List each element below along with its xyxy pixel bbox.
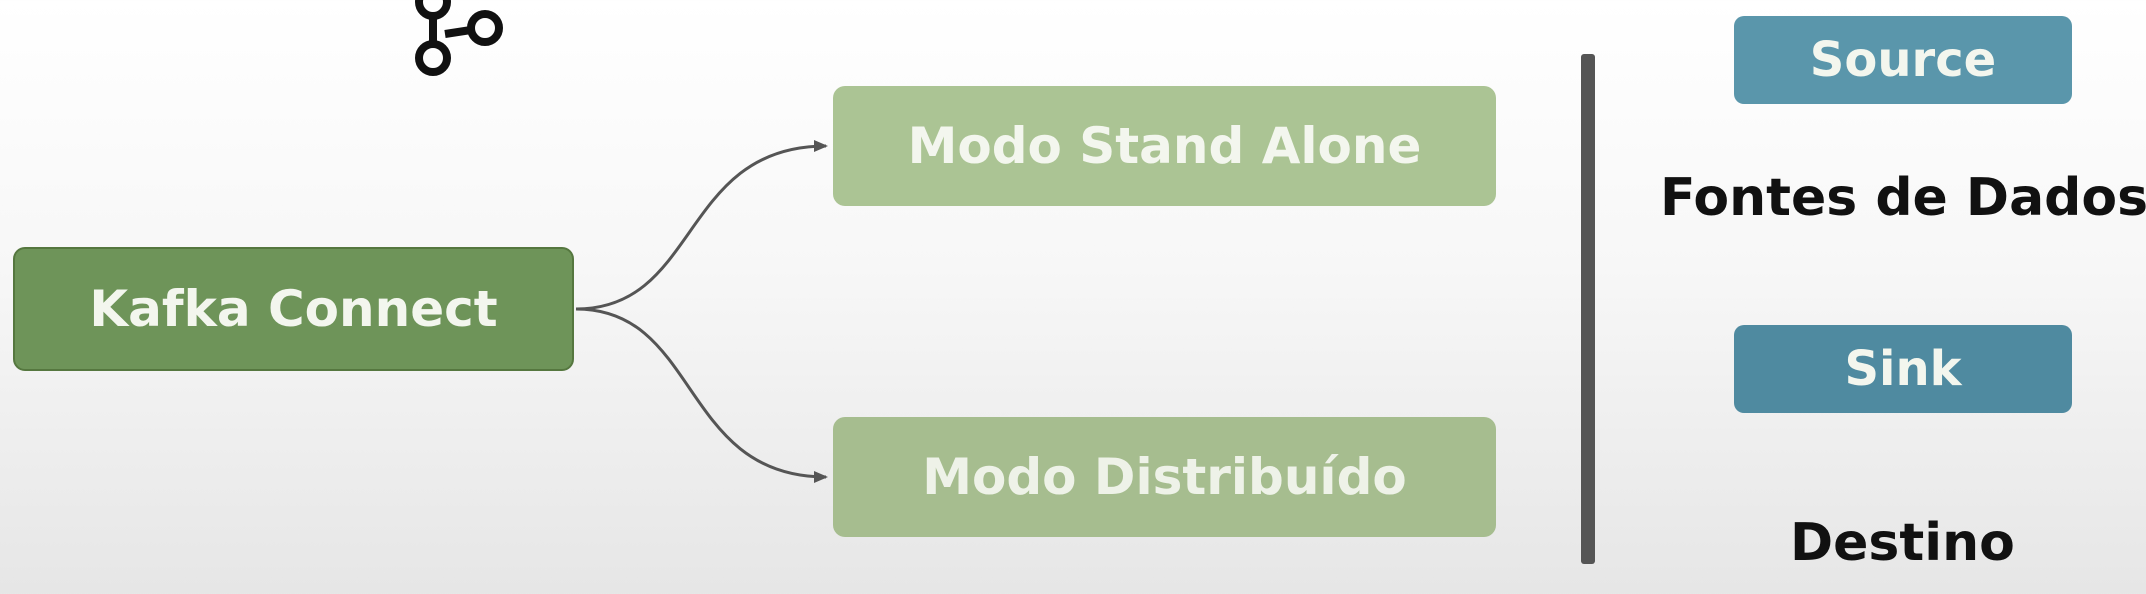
- arrow-to-standalone: [575, 140, 828, 311]
- distributed-mode-node: Modo Distribuído: [833, 417, 1496, 537]
- arrow-to-distributed: [575, 307, 828, 483]
- source-label: Source: [1809, 32, 1997, 88]
- sink-label: Sink: [1844, 341, 1962, 397]
- sink-caption: Destino: [1790, 513, 2015, 573]
- sources-caption: Fontes de Dados: [1660, 168, 2146, 228]
- vertical-divider: [1581, 54, 1595, 564]
- kafka-connect-label: Kafka Connect: [89, 280, 498, 338]
- standalone-mode-node: Modo Stand Alone: [833, 86, 1496, 206]
- kafka-logo-icon: [415, 0, 503, 76]
- sink-badge: Sink: [1734, 325, 2072, 413]
- kafka-connect-node: Kafka Connect: [13, 247, 574, 371]
- source-badge: Source: [1734, 16, 2072, 104]
- standalone-mode-label: Modo Stand Alone: [907, 117, 1422, 175]
- distributed-mode-label: Modo Distribuído: [922, 448, 1407, 506]
